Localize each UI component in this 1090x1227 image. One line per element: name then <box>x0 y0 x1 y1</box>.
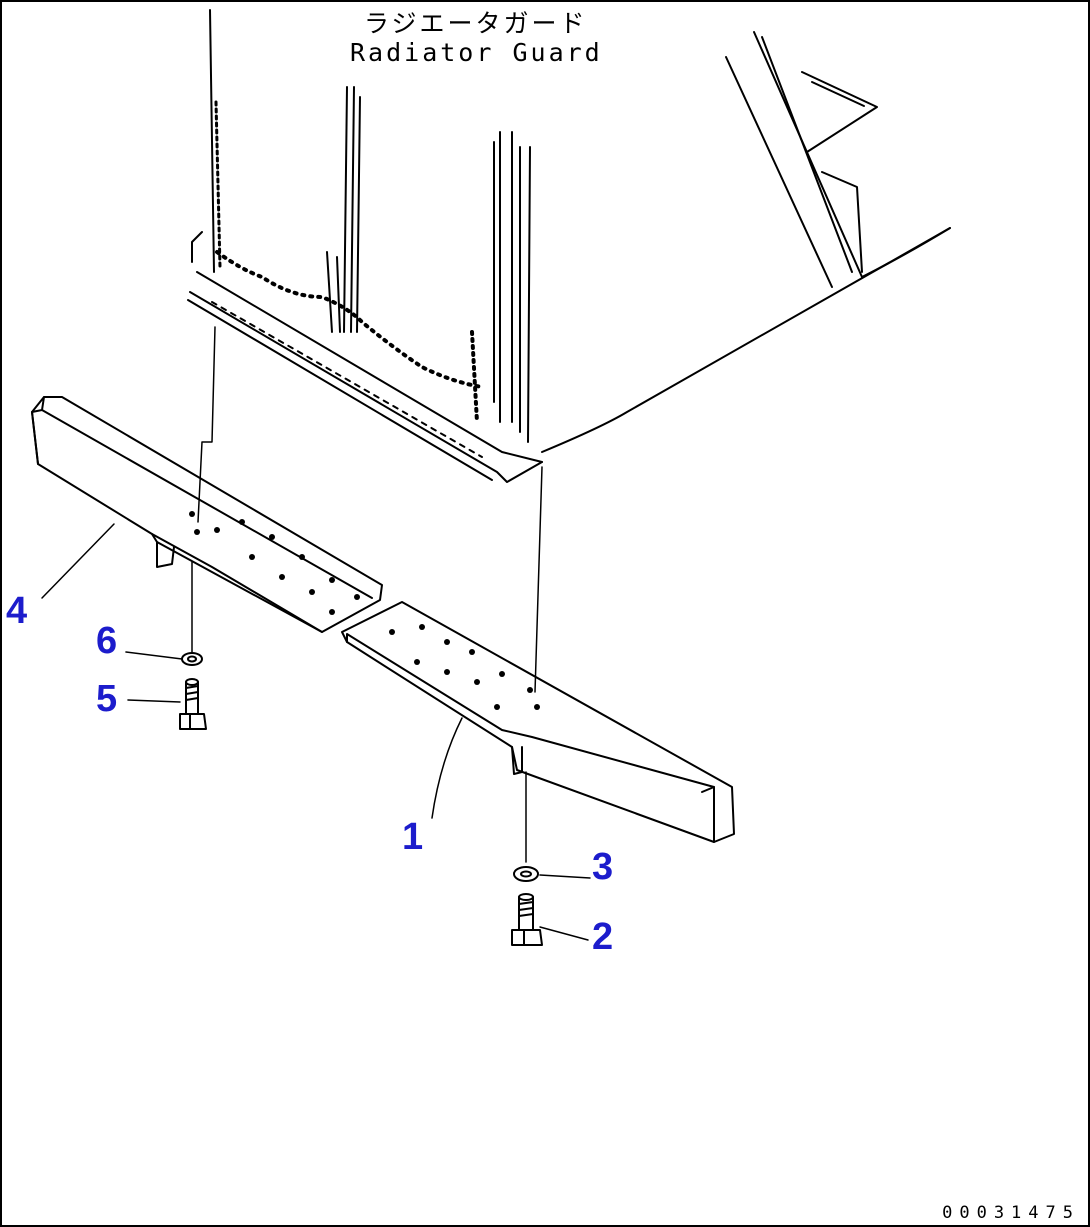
callout-4: 4 <box>6 590 28 632</box>
step-right-holes <box>389 624 540 710</box>
washer-right <box>513 866 539 882</box>
radiator-guard-frame <box>187 9 951 483</box>
callout-3: 3 <box>592 846 614 888</box>
radiator-guard-label-english: Radiator Guard <box>350 38 603 67</box>
assembly-lines <box>191 326 543 863</box>
radiator-guard-label-japanese: ラジエータガード <box>364 9 588 38</box>
document-number: 00031475 <box>942 1203 1080 1223</box>
step-left <box>31 396 383 633</box>
bolt-left <box>179 678 207 730</box>
callout-2: 2 <box>592 916 614 958</box>
callout-1: 1 <box>402 816 424 858</box>
washer-left <box>181 652 203 666</box>
callout-6: 6 <box>96 620 118 662</box>
callout-5: 5 <box>96 678 118 720</box>
callout-leaders <box>41 523 591 941</box>
step-left-holes <box>189 511 360 615</box>
bolt-right <box>511 893 543 946</box>
step-right <box>341 601 735 843</box>
